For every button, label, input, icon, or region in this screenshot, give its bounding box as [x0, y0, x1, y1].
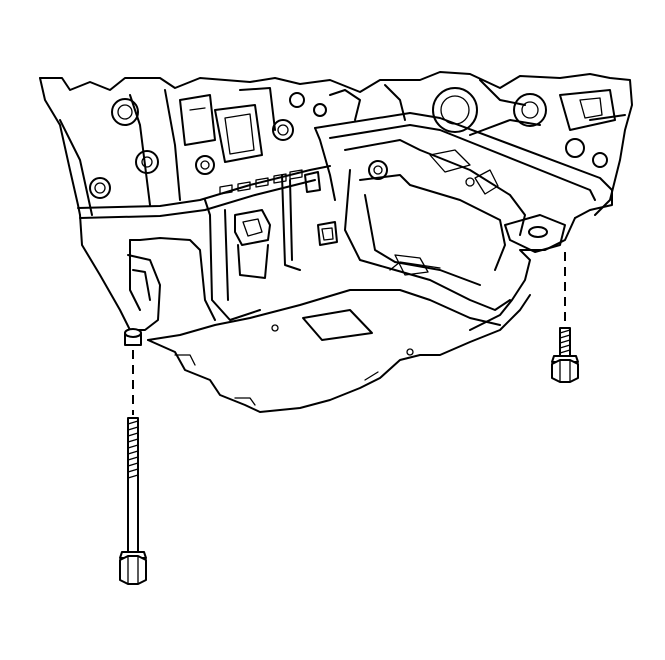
oil-pan — [79, 112, 613, 413]
oil-pan-bolt-short — [551, 252, 579, 383]
drain-plug — [234, 209, 271, 279]
engine-block — [39, 71, 633, 219]
bolt-head-short — [551, 359, 579, 383]
oil-pan-bolt-long — [119, 328, 147, 585]
bolt-shank-long — [127, 417, 139, 553]
bolt-head-long — [119, 555, 147, 585]
bolt-hole-left — [124, 328, 142, 338]
boss-circle — [111, 98, 139, 126]
